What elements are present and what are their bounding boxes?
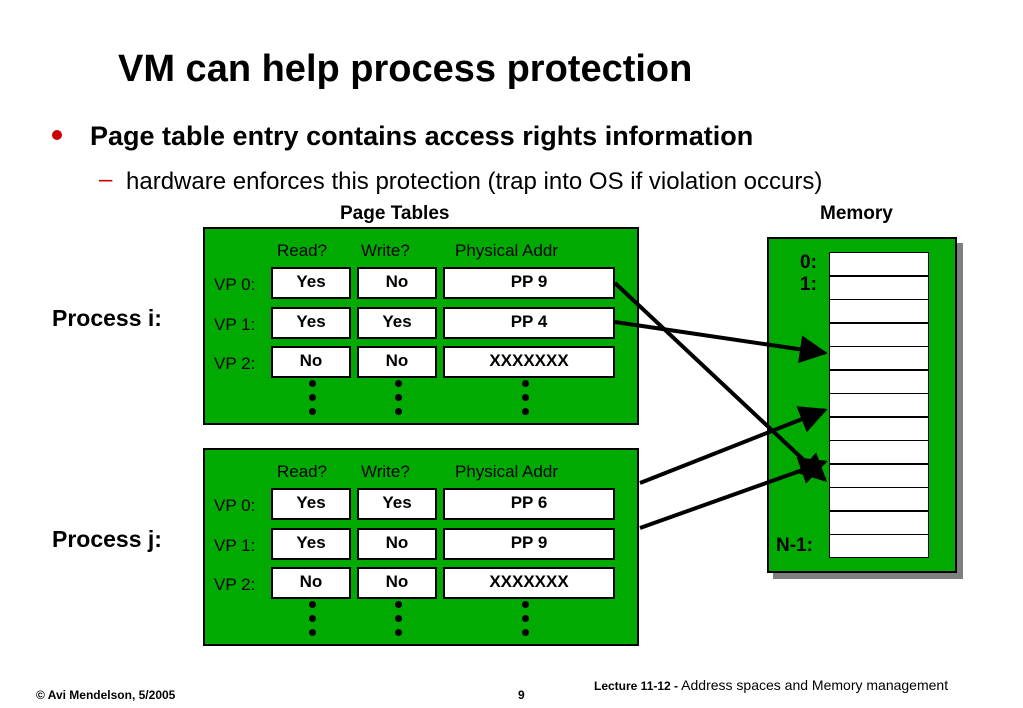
memory-slot [829,299,929,323]
vp-label: VP 1: [214,536,256,555]
write-cell: No [357,346,437,378]
process-i-label: Process i: [52,305,162,331]
bullet-dot-icon [52,130,62,140]
ellipsis-dot [309,629,316,636]
footer-page-number: 9 [518,688,525,702]
ellipsis-dot [522,601,529,608]
ellipsis-dot [395,601,402,608]
header-physical-addr: Physical Addr [455,462,558,481]
header-physical-addr: Physical Addr [455,241,558,260]
footer-lecture-prefix: Lecture 11-12 - [594,679,679,693]
ellipsis-dot [309,615,316,622]
header-write: Write? [361,462,410,481]
physical-addr-cell: PP 4 [443,307,615,339]
process-j-label: Process j: [52,526,162,552]
page-table-process-i: Read? Write? Physical Addr VP 0: Yes No … [203,227,639,425]
vp-label: VP 1: [214,315,256,334]
memory-slot [829,275,929,300]
ellipsis-dot [522,380,529,387]
footer-copyright: © Avi Mendelson, 5/2005 [36,688,176,702]
read-cell: No [271,346,351,378]
memory-address-label: N-1: [776,535,813,556]
ellipsis-dot [522,394,529,401]
arrow-pi-vp1-to-pp4 [614,320,828,364]
ellipsis-dot [522,408,529,415]
arrow-pj-vp0-to-pp6 [639,406,828,485]
vp-label: VP 0: [214,275,256,294]
read-cell: Yes [271,488,351,520]
physical-addr-cell: XXXXXXX [443,346,615,378]
ellipsis-dot [395,380,402,387]
ellipsis-dot [309,601,316,608]
ellipsis-dot [309,380,316,387]
bullet-level-1: Page table entry contains access rights … [90,121,754,151]
read-cell: Yes [271,528,351,560]
page-tables-label: Page Tables [340,203,450,224]
header-write: Write? [361,241,410,260]
memory-label: Memory [820,203,893,224]
write-cell: No [357,267,437,299]
ellipsis-dot [522,615,529,622]
memory-slot [829,440,929,464]
ellipsis-dot [309,394,316,401]
memory-slot [829,534,929,558]
write-cell: No [357,528,437,560]
bullet-level-2: hardware enforces this protection (trap … [126,168,823,195]
ellipsis-dot [395,394,402,401]
vp-label: VP 2: [214,575,256,594]
vp-label: VP 0: [214,496,256,515]
write-cell: Yes [357,488,437,520]
dash-bullet-icon: – [99,166,113,193]
read-cell: Yes [271,307,351,339]
arrow-pi-vp0-to-pp9 [613,281,828,482]
ellipsis-dot [395,408,402,415]
footer-lecture: Lecture 11-12 - Address spaces and Memor… [594,677,948,693]
ellipsis-dot [309,408,316,415]
ellipsis-dot [522,629,529,636]
page-table-process-j: Read? Write? Physical Addr VP 0: Yes Yes… [203,448,639,646]
footer-lecture-title: Address spaces and Memory management [681,677,949,693]
memory-slot [829,510,929,535]
physical-addr-cell: XXXXXXX [443,567,615,599]
memory-address-label: 1: [800,274,817,295]
header-read: Read? [277,241,328,260]
ellipsis-dot [395,629,402,636]
physical-addr-cell: PP 9 [443,528,615,560]
arrow-pj-vp1-to-pp9 [639,457,828,530]
ellipsis-dot [395,615,402,622]
header-read: Read? [277,462,328,481]
slide-title: VM can help process protection [118,48,693,90]
write-cell: No [357,567,437,599]
memory-slot [829,322,929,347]
read-cell: No [271,567,351,599]
memory-address-label: 0: [800,252,817,273]
memory-slot [829,393,929,417]
write-cell: Yes [357,307,437,339]
read-cell: Yes [271,267,351,299]
vp-label: VP 2: [214,354,256,373]
physical-addr-cell: PP 6 [443,488,615,520]
memory-slot [829,487,929,511]
physical-addr-cell: PP 9 [443,267,615,299]
